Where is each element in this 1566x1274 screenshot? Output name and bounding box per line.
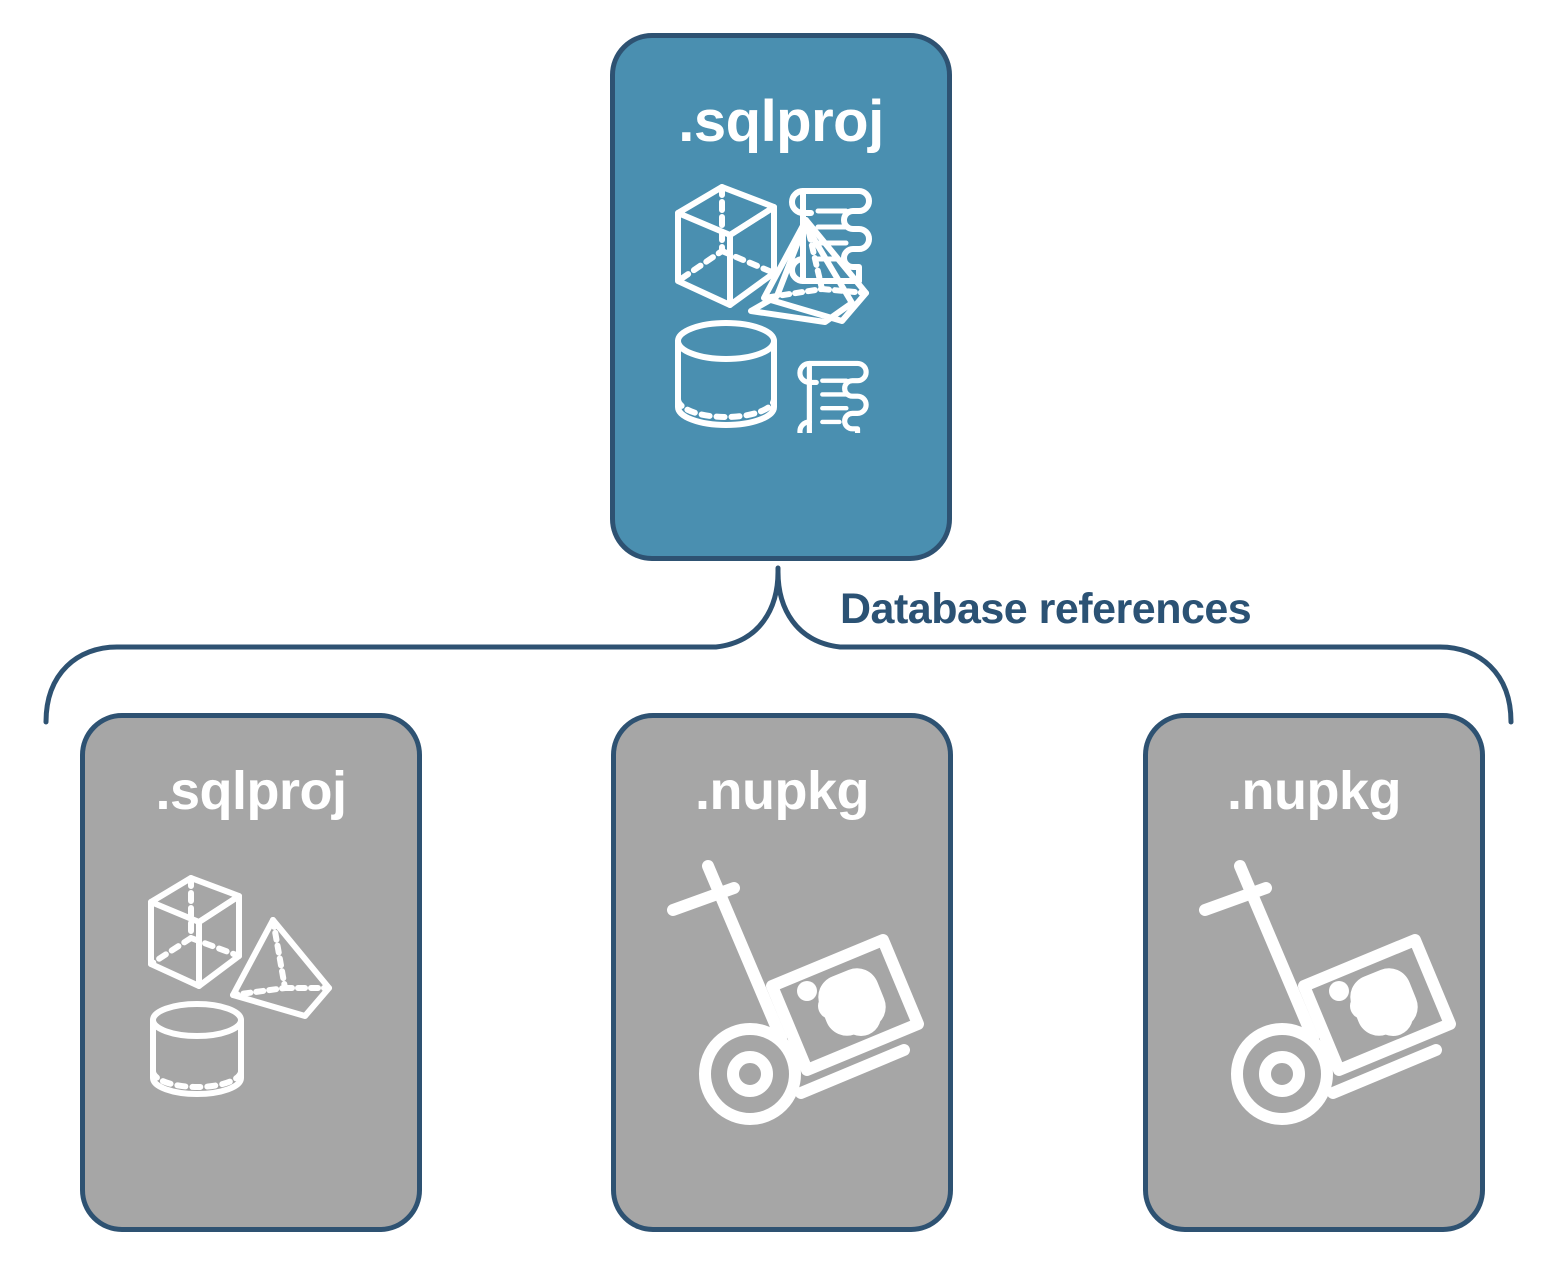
nuget-hand-truck-icon	[667, 860, 924, 1125]
bracket-left-sweep	[114, 569, 781, 650]
reference-card-sqlproj[interactable]: .sqlproj	[80, 713, 422, 1232]
script-scroll-icon	[789, 188, 872, 284]
bracket-right-end	[1437, 644, 1514, 725]
nupkg-icon-group-1	[646, 848, 936, 1128]
cylinder-icon	[150, 1001, 244, 1097]
reference-card-nupkg-1[interactable]: .nupkg	[611, 713, 953, 1232]
sqlproj-root-icon-group	[670, 173, 910, 433]
reference-card-nupkg-2-title: .nupkg	[1227, 761, 1401, 821]
cube-icon	[675, 184, 777, 308]
reference-card-sqlproj-title: .sqlproj	[155, 761, 347, 821]
bracket-right-sweep	[775, 569, 1443, 650]
database-references-bracket	[0, 540, 1566, 750]
sqlproj-reference-icon-group	[145, 868, 375, 1098]
bracket-left-end	[43, 644, 120, 725]
cube-icon	[148, 875, 242, 989]
reference-card-nupkg-1-title: .nupkg	[695, 761, 869, 821]
sqlproj-root-card-title: .sqlproj	[678, 89, 884, 154]
nupkg-icon-group-2	[1178, 848, 1468, 1128]
reference-card-nupkg-2[interactable]: .nupkg	[1143, 713, 1485, 1232]
sqlproj-root-card[interactable]: .sqlproj	[610, 33, 952, 561]
pyramid-icon	[748, 217, 869, 325]
script-scroll-icon	[797, 360, 869, 433]
pyramid-icon	[230, 917, 332, 1019]
bracket-label: Database references	[840, 585, 1252, 633]
cylinder-icon	[675, 320, 777, 428]
nuget-hand-truck-icon	[1199, 860, 1456, 1125]
